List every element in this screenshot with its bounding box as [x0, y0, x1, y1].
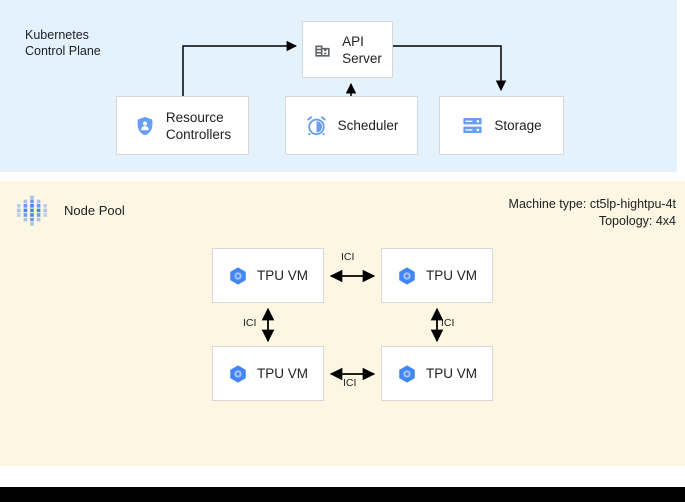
shield-user-icon — [134, 115, 156, 137]
tpu-vm-label-1: TPU VM — [256, 268, 308, 283]
node-pool-dots-icon — [17, 195, 47, 226]
ici-label-left: ICI — [243, 317, 257, 329]
tpu-vm-label-2: TPU VM — [425, 268, 477, 283]
control-plane-label: Kubernetes Control Plane — [25, 28, 101, 58]
resource-controllers-node[interactable]: Resource Controllers — [116, 96, 249, 155]
tpu-vm-label-4: TPU VM — [425, 366, 477, 381]
machine-type-text: Machine type: ct5lp-hightpu-4t — [508, 197, 676, 211]
storage-label: Storage — [494, 118, 542, 133]
building-icon — [313, 40, 332, 59]
topology-text: Topology: 4x4 — [598, 214, 676, 228]
api-server-label: API Server — [342, 33, 382, 66]
alarm-clock-icon — [305, 114, 328, 137]
server-rack-icon — [461, 114, 484, 137]
tpu-vm-node-2[interactable]: TPU VM — [381, 248, 493, 303]
tpu-hexagon-icon — [397, 266, 417, 286]
tpu-vm-node-3[interactable]: TPU VM — [212, 346, 324, 401]
ici-label-top: ICI — [341, 251, 355, 263]
ici-label-bottom: ICI — [343, 377, 357, 389]
tpu-hexagon-icon — [397, 364, 417, 384]
api-server-node[interactable]: API Server — [302, 21, 393, 78]
tpu-vm-label-3: TPU VM — [256, 366, 308, 381]
tpu-vm-node-1[interactable]: TPU VM — [212, 248, 324, 303]
ici-label-right: ICI — [441, 317, 455, 329]
tpu-vm-node-4[interactable]: TPU VM — [381, 346, 493, 401]
tpu-hexagon-icon — [228, 266, 248, 286]
node-pool-label: Node Pool — [64, 203, 125, 218]
tpu-hexagon-icon — [228, 364, 248, 384]
bottom-bar — [0, 487, 685, 502]
storage-node[interactable]: Storage — [439, 96, 564, 155]
resource-controllers-label: Resource Controllers — [165, 109, 232, 142]
scheduler-label: Scheduler — [337, 118, 399, 133]
scheduler-node[interactable]: Scheduler — [285, 96, 418, 155]
machine-info-block: Machine type: ct5lp-hightpu-4t Topology:… — [509, 196, 676, 230]
node-pool-panel — [0, 181, 685, 466]
